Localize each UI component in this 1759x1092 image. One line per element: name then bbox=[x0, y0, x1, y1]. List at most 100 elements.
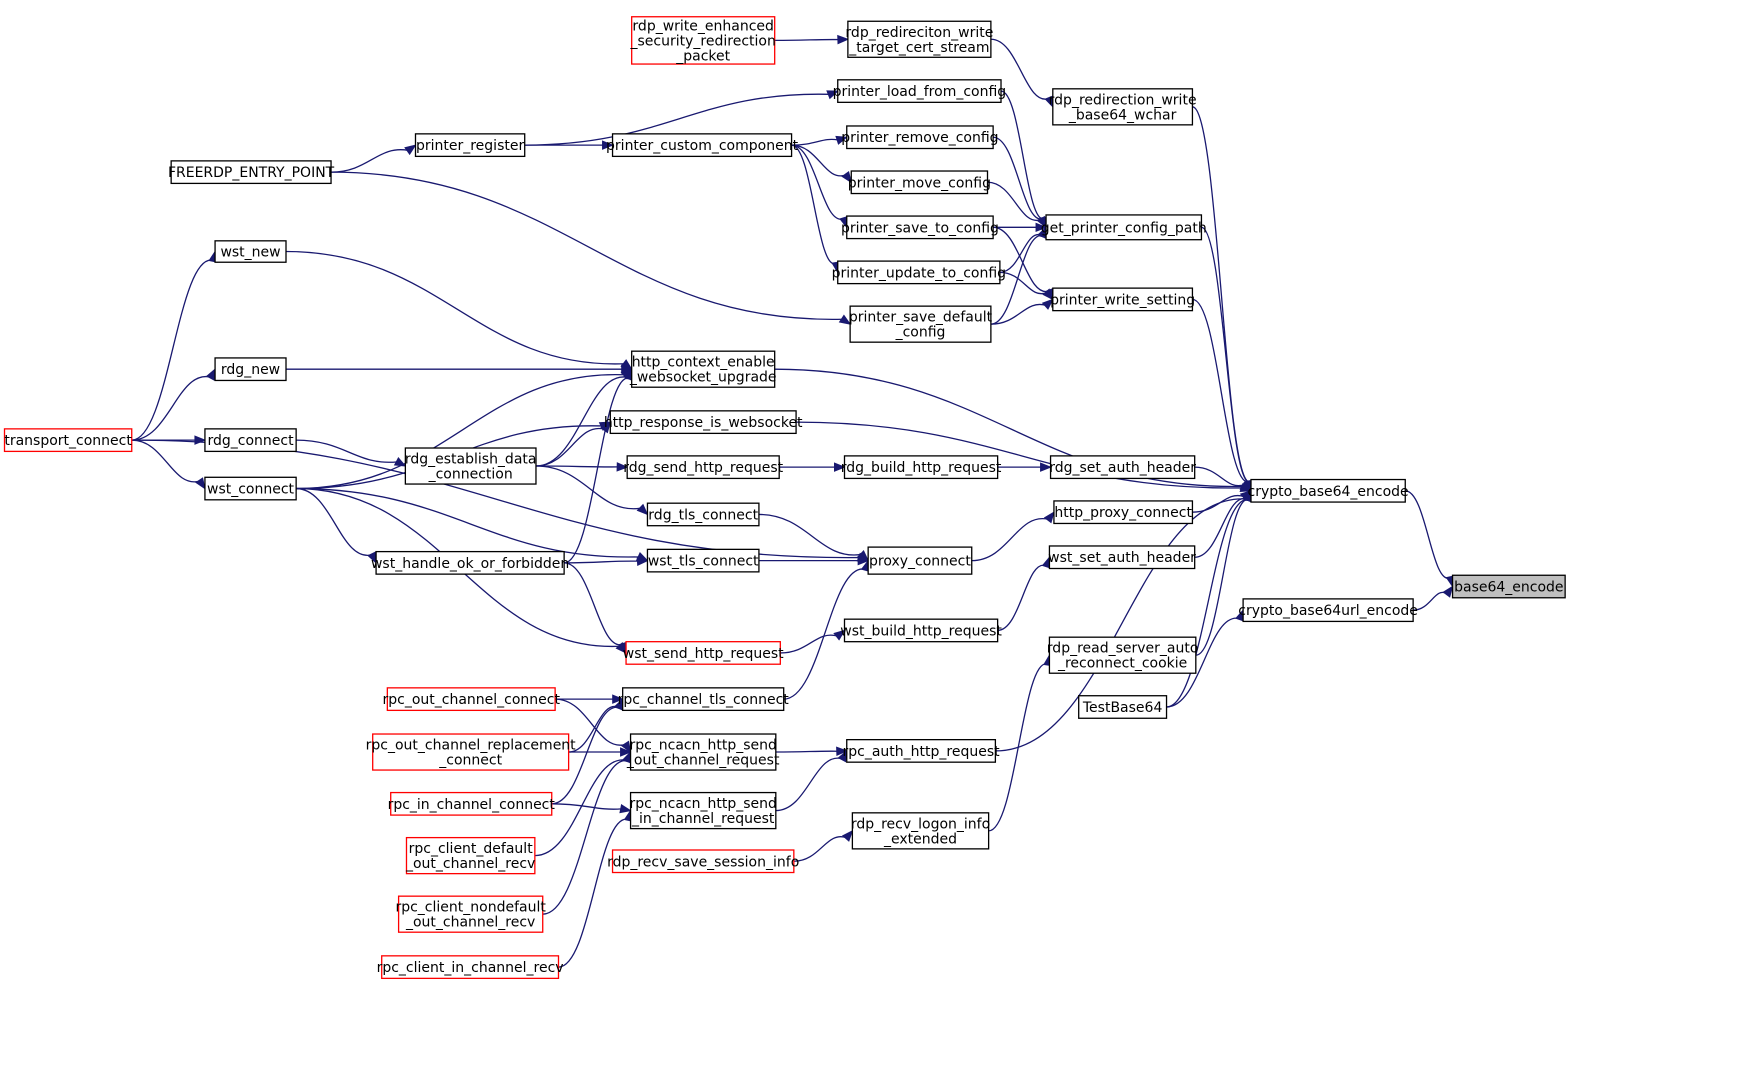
node-label: get_printer_config_path bbox=[1041, 220, 1207, 236]
function-node-rdg-set-auth-header[interactable]: rdg_set_auth_header bbox=[1049, 455, 1196, 480]
node-label: _extended bbox=[883, 831, 957, 847]
arrowhead bbox=[1035, 222, 1048, 233]
call-edge-proxy_connect-to-http_proxy_connect bbox=[971, 511, 1055, 562]
function-node-rdg-establish-data-connection[interactable]: rdg_establish_data_connection bbox=[404, 447, 537, 485]
function-node-rpc-out-channel-connect[interactable]: rpc_out_channel_connect bbox=[382, 687, 560, 712]
arrowhead bbox=[841, 170, 853, 184]
arrowhead bbox=[837, 34, 850, 45]
arrowhead bbox=[620, 747, 632, 757]
function-node-wst-new[interactable]: wst_new bbox=[214, 240, 287, 263]
arrowhead bbox=[835, 135, 849, 145]
function-node-wst-connect[interactable]: wst_connect bbox=[204, 476, 297, 501]
function-node-get-printer-config-path[interactable]: get_printer_config_path bbox=[1041, 214, 1207, 241]
function-node-printer-move-config[interactable]: printer_move_config bbox=[848, 170, 991, 195]
function-node-printer-load-from-config[interactable]: printer_load_from_config bbox=[833, 79, 1007, 103]
function-node-printer-remove-config[interactable]: printer_remove_config bbox=[841, 125, 999, 150]
arrowhead bbox=[195, 477, 206, 490]
function-node-wst-set-auth-header[interactable]: wst_set_auth_header bbox=[1048, 545, 1196, 570]
node-label: _connection bbox=[428, 467, 513, 483]
node-label: printer_custom_component bbox=[606, 138, 799, 154]
function-node-printer-write-setting[interactable]: printer_write_setting bbox=[1050, 287, 1195, 312]
function-node-rdg-tls-connect[interactable]: rdg_tls_connect bbox=[646, 502, 760, 527]
call-edge-printer_custom_component-to-printer_remove_config bbox=[791, 135, 849, 146]
call-edge-printer_move_config-to-get_printer_config_path bbox=[987, 181, 1047, 229]
function-node-wst-send-http-request[interactable]: wst_send_http_request bbox=[623, 641, 784, 665]
function-node-testbase64[interactable]: TestBase64 bbox=[1078, 695, 1168, 719]
call-edge-rdg_connect-to-rdg_establish_data_connection bbox=[296, 439, 407, 467]
arrowhead bbox=[833, 629, 846, 641]
node-label: wst_set_auth_header bbox=[1048, 550, 1196, 566]
call-edge-wst_handle_ok_or_forbidden-to-wst_tls_connect bbox=[564, 556, 649, 566]
call-edge-transport_connect-to-wst_connect bbox=[131, 439, 206, 490]
function-node-rdg-send-http-request[interactable]: rdg_send_http_request bbox=[623, 455, 784, 480]
function-node-rdg-build-http-request[interactable]: rdg_build_http_request bbox=[841, 455, 1002, 480]
function-node-printer-register[interactable]: printer_register bbox=[414, 133, 526, 158]
function-node-rdp-redirection-write-base64-wchar[interactable]: rdp_redirection_write_base64_wchar bbox=[1049, 88, 1197, 126]
node-label: rdg_establish_data bbox=[405, 452, 537, 468]
node-label: rpc_auth_http_request bbox=[843, 744, 1001, 760]
call-edge-crypto_base64_encode-to-base64_encode bbox=[1405, 490, 1455, 588]
call-edge-wst_send_http_request-to-wst_build_http_request bbox=[780, 629, 846, 654]
function-node-wst-tls-connect[interactable]: wst_tls_connect bbox=[646, 548, 760, 573]
arrowhead bbox=[619, 803, 632, 814]
arrowhead bbox=[621, 364, 634, 374]
function-node-rpc-ncacn-http-send-out-channel-request[interactable]: rpc_ncacn_http_send_out_channel_request bbox=[626, 733, 780, 771]
function-node-rpc-auth-http-request[interactable]: rpc_auth_http_request bbox=[843, 738, 1001, 763]
function-node-crypto-base64-encode[interactable]: crypto_base64_encode bbox=[1248, 478, 1409, 503]
arrowhead bbox=[602, 140, 614, 150]
node-box bbox=[404, 447, 537, 485]
arrowhead bbox=[836, 746, 849, 757]
function-node-rdp-read-server-auto-reconnect-cookie[interactable]: rdp_read_server_auto_reconnect_cookie bbox=[1047, 636, 1199, 674]
function-node-http-context-enable-websocket-upgrade[interactable]: http_context_enable_websocket_upgrade bbox=[629, 350, 777, 388]
call-edge-rdp_write_enhanced_security_redirection_packet-to-rdp_redireciton_write_target_cert_stream bbox=[774, 34, 850, 45]
function-node-rpc-client-in-channel-recv[interactable]: rpc_client_in_channel_recv bbox=[377, 955, 564, 980]
node-box bbox=[625, 641, 781, 665]
function-node-rdp-write-enhanced-security-redirection-packet[interactable]: rdp_write_enhanced_security_redirection_… bbox=[630, 16, 776, 65]
function-node-rpc-ncacn-http-send-in-channel-request[interactable]: rpc_ncacn_http_send_in_channel_request bbox=[629, 791, 777, 830]
function-node-freerdp-entry-point[interactable]: FREERDP_ENTRY_POINT bbox=[168, 160, 335, 185]
arrowhead bbox=[612, 694, 625, 704]
node-label: wst_send_http_request bbox=[623, 646, 784, 662]
call-edge-printer_remove_config-to-get_printer_config_path bbox=[993, 136, 1048, 229]
function-node-rpc-channel-tls-connect[interactable]: rpc_channel_tls_connect bbox=[618, 687, 790, 712]
function-node-printer-custom-component[interactable]: printer_custom_component bbox=[606, 133, 799, 158]
node-box bbox=[1052, 88, 1194, 126]
function-node-wst-handle-ok-or-forbidden[interactable]: wst_handle_ok_or_forbidden bbox=[371, 550, 569, 575]
function-node-rdg-connect[interactable]: rdg_connect bbox=[204, 428, 297, 453]
call-edge-FREERDP_ENTRY_POINT-to-printer_save_default_config bbox=[331, 171, 852, 325]
function-node-rpc-in-channel-connect[interactable]: rpc_in_channel_connect bbox=[388, 791, 556, 816]
function-node-transport-connect[interactable]: transport_connect bbox=[3, 428, 133, 453]
node-box bbox=[846, 125, 994, 150]
function-node-rdp-recv-save-session-info[interactable]: rdp_recv_save_session_info bbox=[607, 849, 799, 874]
function-node-rdp-recv-logon-info-extended[interactable]: rdp_recv_logon_info_extended bbox=[851, 812, 990, 850]
node-box bbox=[414, 133, 526, 158]
function-node-http-response-is-websocket[interactable]: http_response_is_websocket bbox=[604, 410, 803, 435]
node-box bbox=[631, 16, 776, 65]
call-edge-transport_connect-to-rdg_new bbox=[131, 368, 216, 441]
function-node-printer-update-to-config[interactable]: printer_update_to_config bbox=[832, 260, 1007, 285]
function-node-base64-encode[interactable]: base64_encode bbox=[1451, 574, 1566, 599]
node-box bbox=[843, 455, 999, 480]
call-edge-wst_build_http_request-to-wst_set_auth_header bbox=[997, 555, 1051, 632]
function-node-printer-save-default-config[interactable]: printer_save_default_config bbox=[849, 305, 993, 343]
node-label: printer_remove_config bbox=[841, 130, 998, 146]
node-box bbox=[631, 350, 776, 388]
function-node-rdg-new[interactable]: rdg_new bbox=[214, 357, 287, 382]
function-node-http-proxy-connect[interactable]: http_proxy_connect bbox=[1053, 500, 1194, 525]
function-node-rpc-client-nondefault-out-channel-recv[interactable]: rpc_client_nondefault_out_channel_recv bbox=[395, 895, 546, 933]
function-node-wst-build-http-request[interactable]: wst_build_http_request bbox=[840, 618, 1002, 643]
call-edge-rpc_ncacn_http_send_out_channel_request-to-rpc_auth_http_request bbox=[775, 746, 849, 757]
node-box bbox=[405, 836, 536, 875]
node-label: rpc_out_channel_replacement bbox=[366, 738, 577, 754]
function-node-rpc-client-default-out-channel-recv[interactable]: rpc_client_default_out_channel_recv bbox=[405, 836, 536, 875]
call-edge-printer_save_to_config-to-printer_write_setting bbox=[993, 226, 1054, 301]
function-node-rpc-out-channel-replacement-connect[interactable]: rpc_out_channel_replacement_connect bbox=[366, 733, 577, 771]
node-box bbox=[1048, 636, 1197, 674]
node-box bbox=[837, 79, 1002, 103]
function-node-rdp-redireciton-write-target-cert-stream[interactable]: rdp_redireciton_write_target_cert_stream bbox=[845, 20, 993, 58]
function-node-crypto-base64url-encode[interactable]: crypto_base64url_encode bbox=[1238, 598, 1418, 623]
function-node-proxy-connect[interactable]: proxy_connect bbox=[867, 546, 973, 575]
node-box bbox=[851, 812, 990, 850]
function-node-printer-save-to-config[interactable]: printer_save_to_config bbox=[841, 215, 999, 240]
node-box bbox=[390, 791, 553, 816]
